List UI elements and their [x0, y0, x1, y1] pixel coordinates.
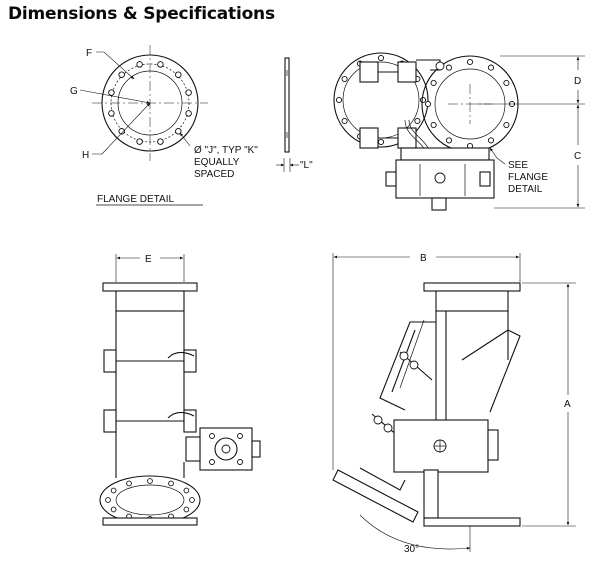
label-d: D	[574, 76, 581, 87]
label-l: "L"	[300, 160, 313, 171]
label-hole-spec: Ø "J", TYP "K"	[194, 145, 258, 156]
bolt-hole	[414, 117, 421, 125]
bolt-hole	[183, 487, 190, 494]
top-view: D C SEE FLANGE DETAIL	[333, 52, 585, 211]
bolt-hole	[445, 137, 453, 144]
bolt-hole	[175, 128, 182, 135]
page-title: Dimensions & Specifications	[8, 4, 275, 24]
bolt-hole	[157, 138, 164, 145]
label-a: A	[564, 399, 571, 410]
label-angle: 30°	[404, 544, 419, 555]
bolt-hole	[147, 478, 153, 484]
bolt-hole	[341, 75, 348, 83]
flange-detail-view: F G H Ø "J", TYP "K" EQUALLY SPACED "L" …	[70, 45, 313, 206]
bolt-hole	[335, 96, 343, 104]
bolt-hole	[118, 128, 125, 135]
label-spaced: SPACED	[194, 169, 234, 180]
label-c: C	[574, 151, 581, 162]
bolt-hole	[105, 497, 111, 503]
bolt-hole	[108, 89, 115, 96]
label-h: H	[82, 150, 89, 161]
label-g: G	[70, 86, 78, 97]
bolt-hole	[487, 137, 495, 144]
bolt-hole	[487, 64, 495, 71]
bolt-hole	[136, 61, 143, 68]
label-f: F	[86, 48, 92, 59]
bolt-hole	[185, 110, 192, 117]
bolt-hole	[466, 58, 474, 66]
bolt-hole	[424, 100, 432, 108]
bolt-hole	[430, 121, 437, 129]
bolt-hole	[136, 138, 143, 145]
bolt-hole	[157, 61, 164, 68]
bolt-hole	[377, 54, 385, 62]
bolt-hole	[341, 117, 348, 125]
flange-detail-caption: FLANGE DETAIL	[97, 194, 174, 205]
front-view: B A 30°	[332, 253, 576, 555]
bolt-hole	[175, 71, 182, 78]
label-see: SEE	[508, 160, 528, 171]
label-equally: EQUALLY	[194, 157, 240, 168]
label-e: E	[145, 254, 152, 265]
label-flange: FLANGE	[508, 172, 548, 183]
bolt-hole	[503, 121, 510, 129]
bolt-hole	[118, 71, 125, 78]
side-view: E	[99, 254, 261, 526]
bolt-hole	[168, 480, 174, 487]
bolt-hole	[503, 79, 510, 87]
bolt-hole	[430, 79, 437, 87]
bolt-hole	[189, 497, 195, 503]
bolt-hole	[185, 89, 192, 96]
bolt-hole	[110, 487, 117, 494]
bolt-hole	[183, 506, 190, 513]
bolt-hole	[108, 110, 115, 117]
bolt-hole	[419, 96, 427, 104]
bolt-hole	[126, 480, 132, 487]
bolt-hole	[110, 506, 117, 513]
bolt-hole	[445, 64, 453, 71]
bolt-hole	[377, 138, 385, 146]
label-b: B	[420, 253, 427, 264]
label-detail: DETAIL	[508, 184, 543, 195]
